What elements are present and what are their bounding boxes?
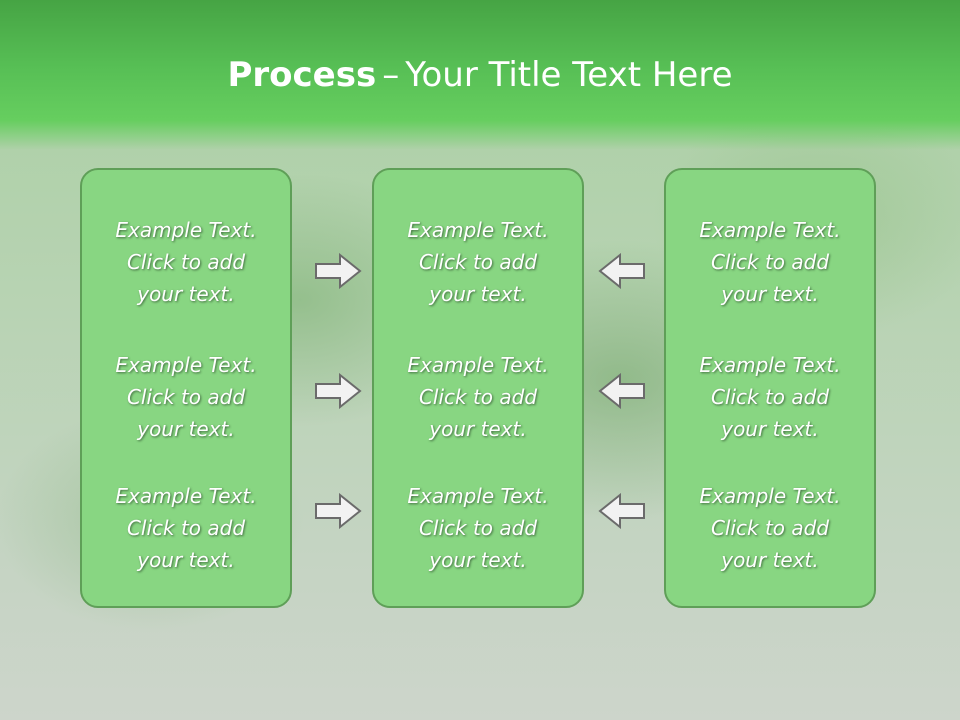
panel-text[interactable]: Example Text. Click to add your text.	[115, 218, 257, 306]
arrow-left-icon	[598, 253, 646, 289]
title-rest-text: Your Title Text Here	[405, 55, 733, 95]
title-dash: –	[382, 55, 400, 95]
panel-right[interactable]: Example Text. Click to add your text. Ex…	[664, 168, 876, 608]
panel-text[interactable]: Example Text. Click to add your text.	[407, 218, 549, 306]
arrow-right-icon	[314, 493, 362, 529]
panel-text[interactable]: Example Text. Click to add your text.	[699, 484, 841, 572]
panel-text[interactable]: Example Text. Click to add your text.	[115, 484, 257, 572]
panel-text[interactable]: Example Text. Click to add your text.	[699, 218, 841, 306]
title-band	[0, 0, 960, 150]
arrow-left-icon	[598, 373, 646, 409]
arrow-right-icon	[314, 373, 362, 409]
panel-middle[interactable]: Example Text. Click to add your text. Ex…	[372, 168, 584, 608]
panel-text[interactable]: Example Text. Click to add your text.	[115, 353, 257, 441]
panel-text[interactable]: Example Text. Click to add your text.	[407, 353, 549, 441]
arrow-right-icon	[314, 253, 362, 289]
panel-text[interactable]: Example Text. Click to add your text.	[407, 484, 549, 572]
title-bold-text: Process	[227, 55, 377, 95]
arrow-left-icon	[598, 493, 646, 529]
slide-title[interactable]: Process–Your Title Text Here	[0, 52, 960, 98]
panel-left[interactable]: Example Text. Click to add your text. Ex…	[80, 168, 292, 608]
panel-text[interactable]: Example Text. Click to add your text.	[699, 353, 841, 441]
